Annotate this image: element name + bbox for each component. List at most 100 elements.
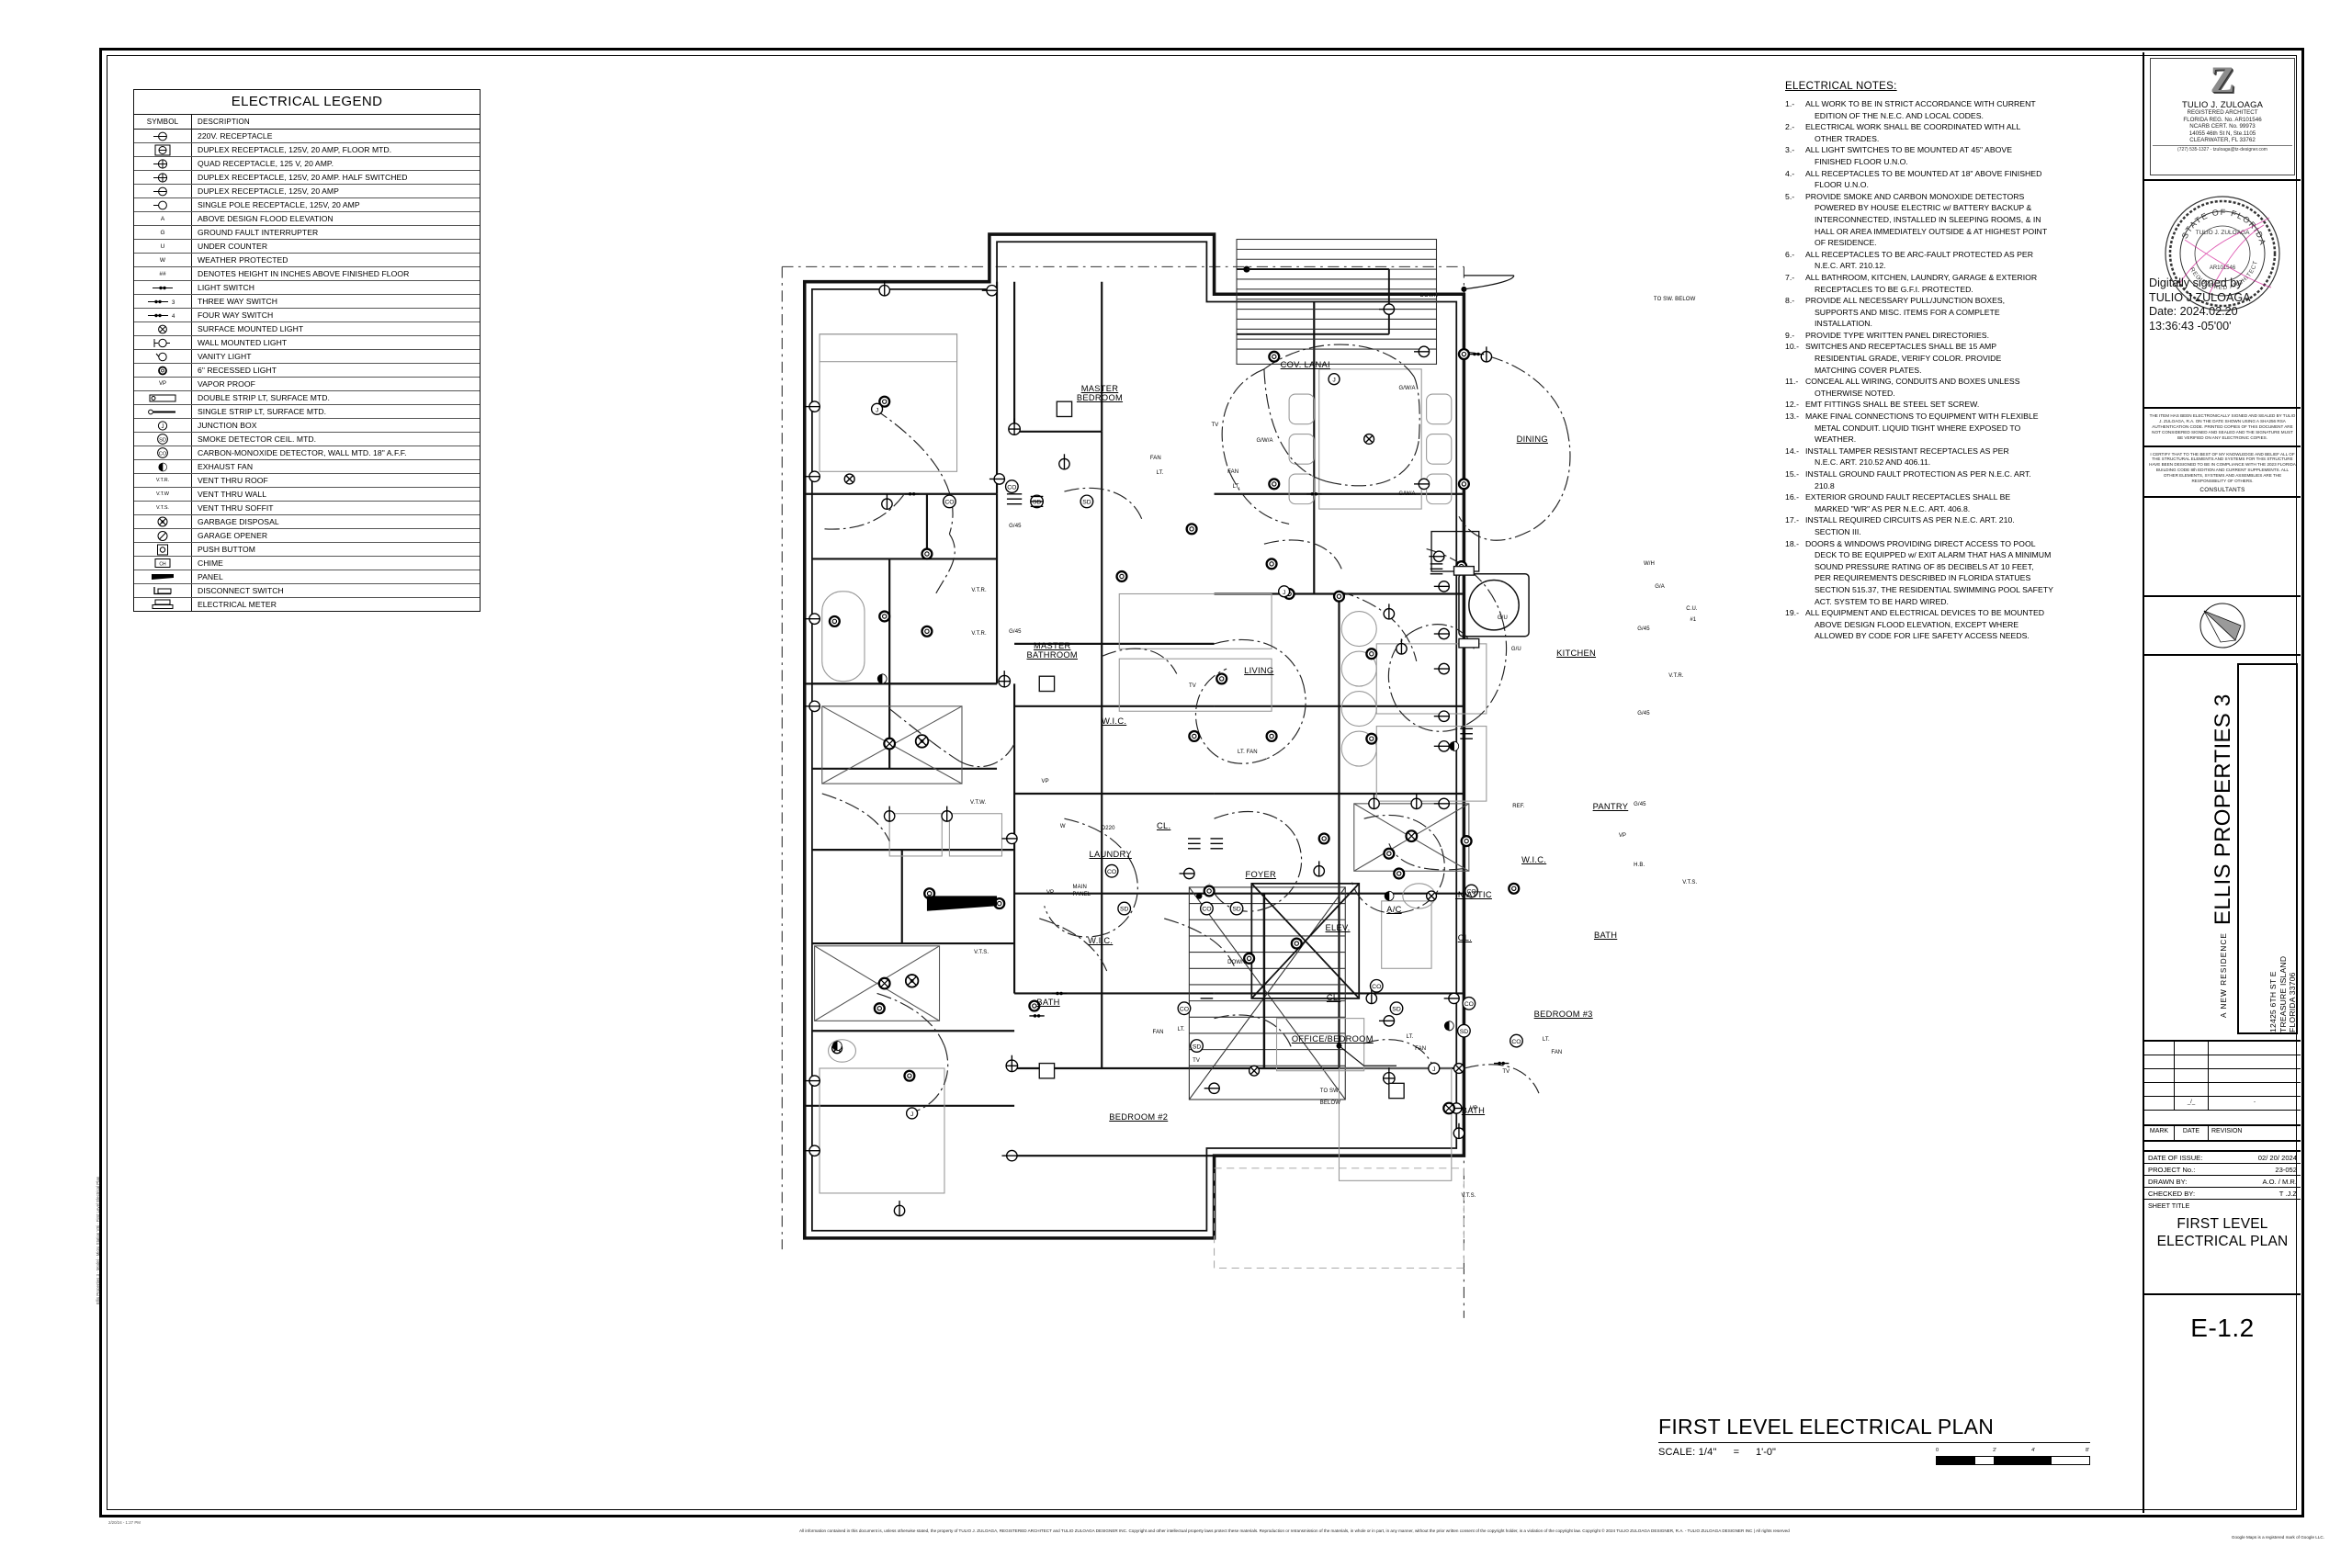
plan-annotation: W [1059,823,1066,829]
note-line: OF RESIDENCE. [1815,238,1877,248]
revision-cell-mark [2144,1055,2175,1068]
note-text: ALL EQUIPMENT AND ELECTRICAL DEVICES TO … [1805,607,2127,642]
revision-cell-mark [2144,1041,2175,1055]
legend-description: GARAGE OPENER [198,531,268,540]
metadata-label: DATE OF ISSUE: [2148,1153,2203,1162]
note-text: DOORS & WINDOWS PROVIDING DIRECT ACCESS … [1805,538,2127,608]
revision-rows: _/_- [2144,1041,2301,1126]
legend-description: PANEL [198,572,223,581]
legend-row: DUPLEX RECEPTACLE, 125V, 20 AMP, FLOOR M… [134,143,480,157]
note-line: WEATHER. [1815,434,1857,445]
electrical-device-symbols [804,279,1530,1217]
double-strip-light-icon [134,391,192,404]
light-switch-icon [134,281,192,294]
note-line: INSTALLATION. [1815,319,1872,329]
electrical-note: 19.-ALL EQUIPMENT AND ELECTRICAL DEVICES… [1785,607,2127,642]
legend-row: SINGLE STRIP LT, SURFACE MTD. [134,405,480,419]
revision-row[interactable] [2144,1082,2301,1097]
interior-walls [804,281,1464,1157]
first-level-electrical-floor-plan: J SD CO [514,119,1764,1405]
revision-cell-date [2175,1041,2209,1055]
sheet-title-cell: SHEET TITLE FIRST LEVEL ELECTRICAL PLAN [2144,1200,2301,1295]
chime-icon: CH [134,557,192,570]
footer-line1: All information contained in this docume… [799,1529,1790,1533]
plan-annotation: TV [1211,423,1219,429]
plan-annotation: G/U [1510,646,1521,652]
plan-annotation: TV [1502,1069,1510,1076]
plan-annotation: VP [1046,889,1055,896]
vapor-proof-icon: VP [134,378,192,390]
note-text: MAKE FINAL CONNECTIONS TO EQUIPMENT WITH… [1805,411,2127,446]
scale-tick: 4' [2031,1448,2036,1453]
revision-row[interactable] [2144,1055,2301,1069]
revision-row[interactable] [2144,1068,2301,1083]
note-line: EDITION OF THE N.E.C. AND LOCAL CODES. [1815,110,1984,120]
scale-tick: 8' [2085,1448,2090,1453]
legend-row: GARAGE OPENER [134,529,480,543]
note-line: SECTION III. [1815,526,1861,536]
legend-description: WEATHER PROTECTED [198,255,288,265]
junction-box-icon: J [134,419,192,432]
room-label-laundry: LAUNDRY [1089,850,1132,860]
architect-city: CLEARWATER, FL 33762 [2189,137,2256,144]
plan-annotation: V.T.R. [1668,673,1684,680]
note-line: DECK TO BE EQUIPPED w/ EXIT ALARM THAT H… [1815,550,2052,560]
plan-title-block: FIRST LEVEL ELECTRICAL PLAN SCALE: 1/4" … [1658,1415,2090,1465]
svg-text:AR101546: AR101546 [2210,265,2236,271]
electronic-seal-disclaimer-cell: THE ITEM HAS BEEN ELECTRONICALLY SIGNED … [2144,409,2301,447]
legend-description: LIGHT SWITCH [198,283,255,292]
note-line: HALL OR AREA IMMEDIATELY OUTSIDE & AT HI… [1815,226,2048,236]
room-label-cov-lanai: COV. LANAI [1280,360,1330,370]
push-buttom-icon [134,543,192,556]
legend-description: CHIME [198,558,223,568]
room-label-pantry: PANTRY [1592,802,1629,812]
svg-text:SD: SD [159,437,166,443]
revision-row[interactable]: _/_- [2144,1096,2301,1111]
legend-description: 6" RECESSED LIGHT [198,366,277,375]
plan-annotation: G/W/A [1398,491,1416,498]
note-line: ALLOWED BY CODE FOR LIFE SAFETY ACCESS N… [1815,631,2030,641]
room-label-office-bedroom: OFFICE/BEDROOM [1291,1034,1374,1044]
panel-icon [134,570,192,583]
note-line: INSTALL TAMPER RESISTANT RECEPTACLES AS … [1805,446,2009,456]
garage-opener-icon [134,529,192,542]
receptacle-220-icon [134,130,192,142]
electrical-note: 15.-INSTALL GROUND FAULT PROTECTION AS P… [1785,468,2127,491]
condensing-unit-1 [1458,573,1530,637]
copyright-footer: All information contained in this docume… [799,1528,2324,1540]
room-label-bath-1: BATH [1593,931,1618,941]
note-text: ELECTRICAL WORK SHALL BE COORDINATED WIT… [1805,121,2127,144]
architect-contact: (727) 535-1327 - tzuloaga@tz-designer.co… [2153,144,2292,152]
legend-row: GARBAGE DISPOSAL [134,515,480,529]
note-number: 2.- [1785,122,1795,132]
plan-title-rule [1658,1442,2090,1443]
legend-description: VENT THRU ROOF [198,476,268,485]
legend-description: WALL MOUNTED LIGHT [198,338,288,347]
plan-annotation: LT. [1542,1037,1550,1043]
plan-annotation: FAN [1227,468,1239,475]
legend-row: 220V. RECEPTACLE [134,130,480,143]
electrical-notes-block: ELECTRICAL NOTES: 1.-ALL WORK TO BE IN S… [1785,81,2127,642]
note-text: ALL RECEPTACLES TO BE MOUNTED AT 18" ABO… [1805,168,2127,191]
legend-description: VENT THRU WALL [198,490,267,499]
revision-col-date: DATE [2175,1125,2209,1140]
legend-description: SINGLE POLE RECEPTACLE, 125V, 20 AMP [198,200,360,209]
recessed-light-icon [134,364,192,377]
floor-plan-drawing: J SD CO [781,232,1571,1318]
architect-fl-reg: FLORIDA REG. No. AR101546 [2183,116,2262,123]
plan-annotation: TV [1193,1058,1200,1065]
legend-row: V.T.R.VENT THRU ROOF [134,474,480,488]
exhaust-fan-icon [134,460,192,473]
elevator-shaft [1250,882,1361,999]
metadata-label: CHECKED BY: [2148,1189,2196,1198]
metadata-row: DATE OF ISSUE:02/ 20/ 2024 [2144,1152,2301,1164]
revision-row[interactable] [2144,1041,2301,1055]
legend-header-row: SYMBOL DESCRIPTION [134,115,480,130]
svg-text:TULIO J. ZULOAGA: TULIO J. ZULOAGA [2196,230,2251,236]
note-number: 6.- [1785,249,1795,259]
